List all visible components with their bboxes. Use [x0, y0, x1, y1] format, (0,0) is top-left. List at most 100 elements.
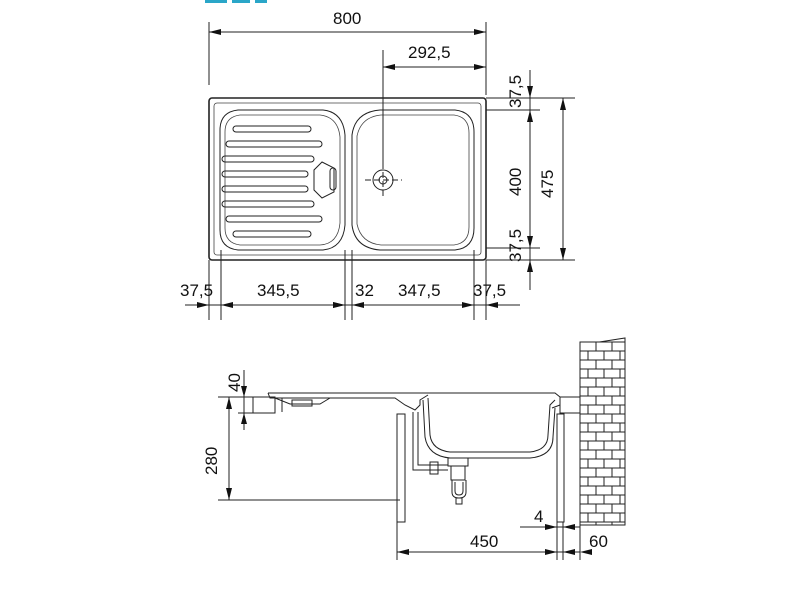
brick — [579, 368, 589, 379]
cabinet-panel-left — [396, 413, 406, 523]
bowl-drain — [365, 163, 402, 197]
brick-wall — [579, 337, 626, 526]
brick — [619, 350, 626, 361]
brick — [611, 341, 626, 352]
brick — [611, 467, 626, 478]
brick — [587, 422, 605, 433]
brick — [611, 449, 626, 460]
brick — [595, 467, 613, 478]
brick — [619, 476, 626, 487]
dim-label-347-5: 347,5 — [398, 281, 441, 300]
dim-label-32: 32 — [355, 281, 374, 300]
brick — [587, 476, 605, 487]
brick — [619, 494, 626, 505]
brick — [595, 449, 613, 460]
dim-label-292-5: 292,5 — [408, 43, 451, 62]
brick — [587, 512, 605, 523]
side-view: 40 280 450 4 60 — [202, 337, 626, 560]
brick — [603, 368, 621, 379]
brick — [595, 521, 613, 526]
brick — [595, 341, 613, 352]
sink-profile-rim — [268, 392, 561, 409]
dim-label-475: 475 — [538, 170, 557, 198]
brick — [611, 395, 626, 406]
dim-overall-width: 800 — [208, 9, 487, 95]
brick — [579, 521, 597, 526]
brick — [587, 440, 605, 451]
dim-bowl-center: 292,5 — [382, 43, 486, 165]
dim-label-40: 40 — [225, 373, 244, 392]
brick — [579, 467, 597, 478]
sink-bowl-section — [427, 397, 556, 453]
brick — [579, 458, 589, 469]
dim-label-37-5-bottom: 37,5 — [506, 229, 525, 262]
brick — [579, 422, 589, 433]
brick — [619, 458, 626, 469]
brick — [579, 395, 597, 406]
dim-label-60: 60 — [589, 532, 608, 551]
brick — [611, 521, 626, 526]
top-view: 800 292,5 37,5 400 37,5 — [180, 9, 575, 320]
brick — [579, 485, 597, 496]
countertop — [252, 396, 581, 414]
dim-bottom-horizontal: 37,5 345,5 32 347,5 37,5 — [180, 250, 520, 320]
brick — [619, 404, 626, 415]
brick — [603, 476, 621, 487]
dim-label-345-5: 345,5 — [257, 281, 300, 300]
brick — [595, 377, 613, 388]
sink-inner-outline — [213, 102, 482, 256]
brick — [611, 485, 626, 496]
brick — [595, 395, 613, 406]
brick — [611, 377, 626, 388]
brick — [619, 368, 626, 379]
brick — [587, 404, 605, 415]
brick — [579, 350, 589, 361]
brick — [587, 350, 605, 361]
brick — [595, 503, 613, 514]
brick — [595, 359, 613, 370]
brick — [579, 476, 589, 487]
sink-outline — [208, 97, 487, 261]
brick — [619, 512, 626, 523]
dim-label-800: 800 — [333, 9, 361, 28]
dim-depth: 280 — [202, 396, 400, 501]
brick — [595, 485, 613, 496]
drainer-overflow-notch — [313, 161, 335, 199]
brick — [579, 503, 597, 514]
brick — [603, 422, 621, 433]
cabinet-panel-right — [556, 413, 565, 523]
dim-label-37-5-right: 37,5 — [473, 281, 506, 300]
brick — [595, 431, 613, 442]
dim-label-280: 280 — [202, 447, 221, 475]
brick — [611, 359, 626, 370]
brick — [579, 431, 597, 442]
brick — [619, 386, 626, 397]
brick — [587, 368, 605, 379]
brick — [611, 431, 626, 442]
brick — [579, 494, 589, 505]
brick — [603, 440, 621, 451]
drainer-grooves — [221, 125, 323, 238]
dim-rim-height: 40 — [225, 370, 268, 430]
brick — [579, 449, 597, 460]
brick — [579, 440, 589, 451]
brick — [579, 359, 597, 370]
sink-waste-trap — [412, 412, 469, 505]
brick — [587, 386, 605, 397]
brick — [579, 512, 589, 523]
brick — [603, 386, 621, 397]
dim-label-450: 450 — [470, 532, 498, 551]
brick — [603, 404, 621, 415]
brick — [603, 494, 621, 505]
brick — [603, 458, 621, 469]
brick — [579, 386, 589, 397]
dim-label-37-5-left: 37,5 — [180, 281, 213, 300]
brick — [619, 422, 626, 433]
brick — [595, 413, 613, 424]
dim-label-37-5-top: 37,5 — [506, 75, 525, 108]
brand-logo-fragment — [205, 0, 267, 3]
brick — [619, 440, 626, 451]
sink-bowl — [351, 109, 475, 251]
